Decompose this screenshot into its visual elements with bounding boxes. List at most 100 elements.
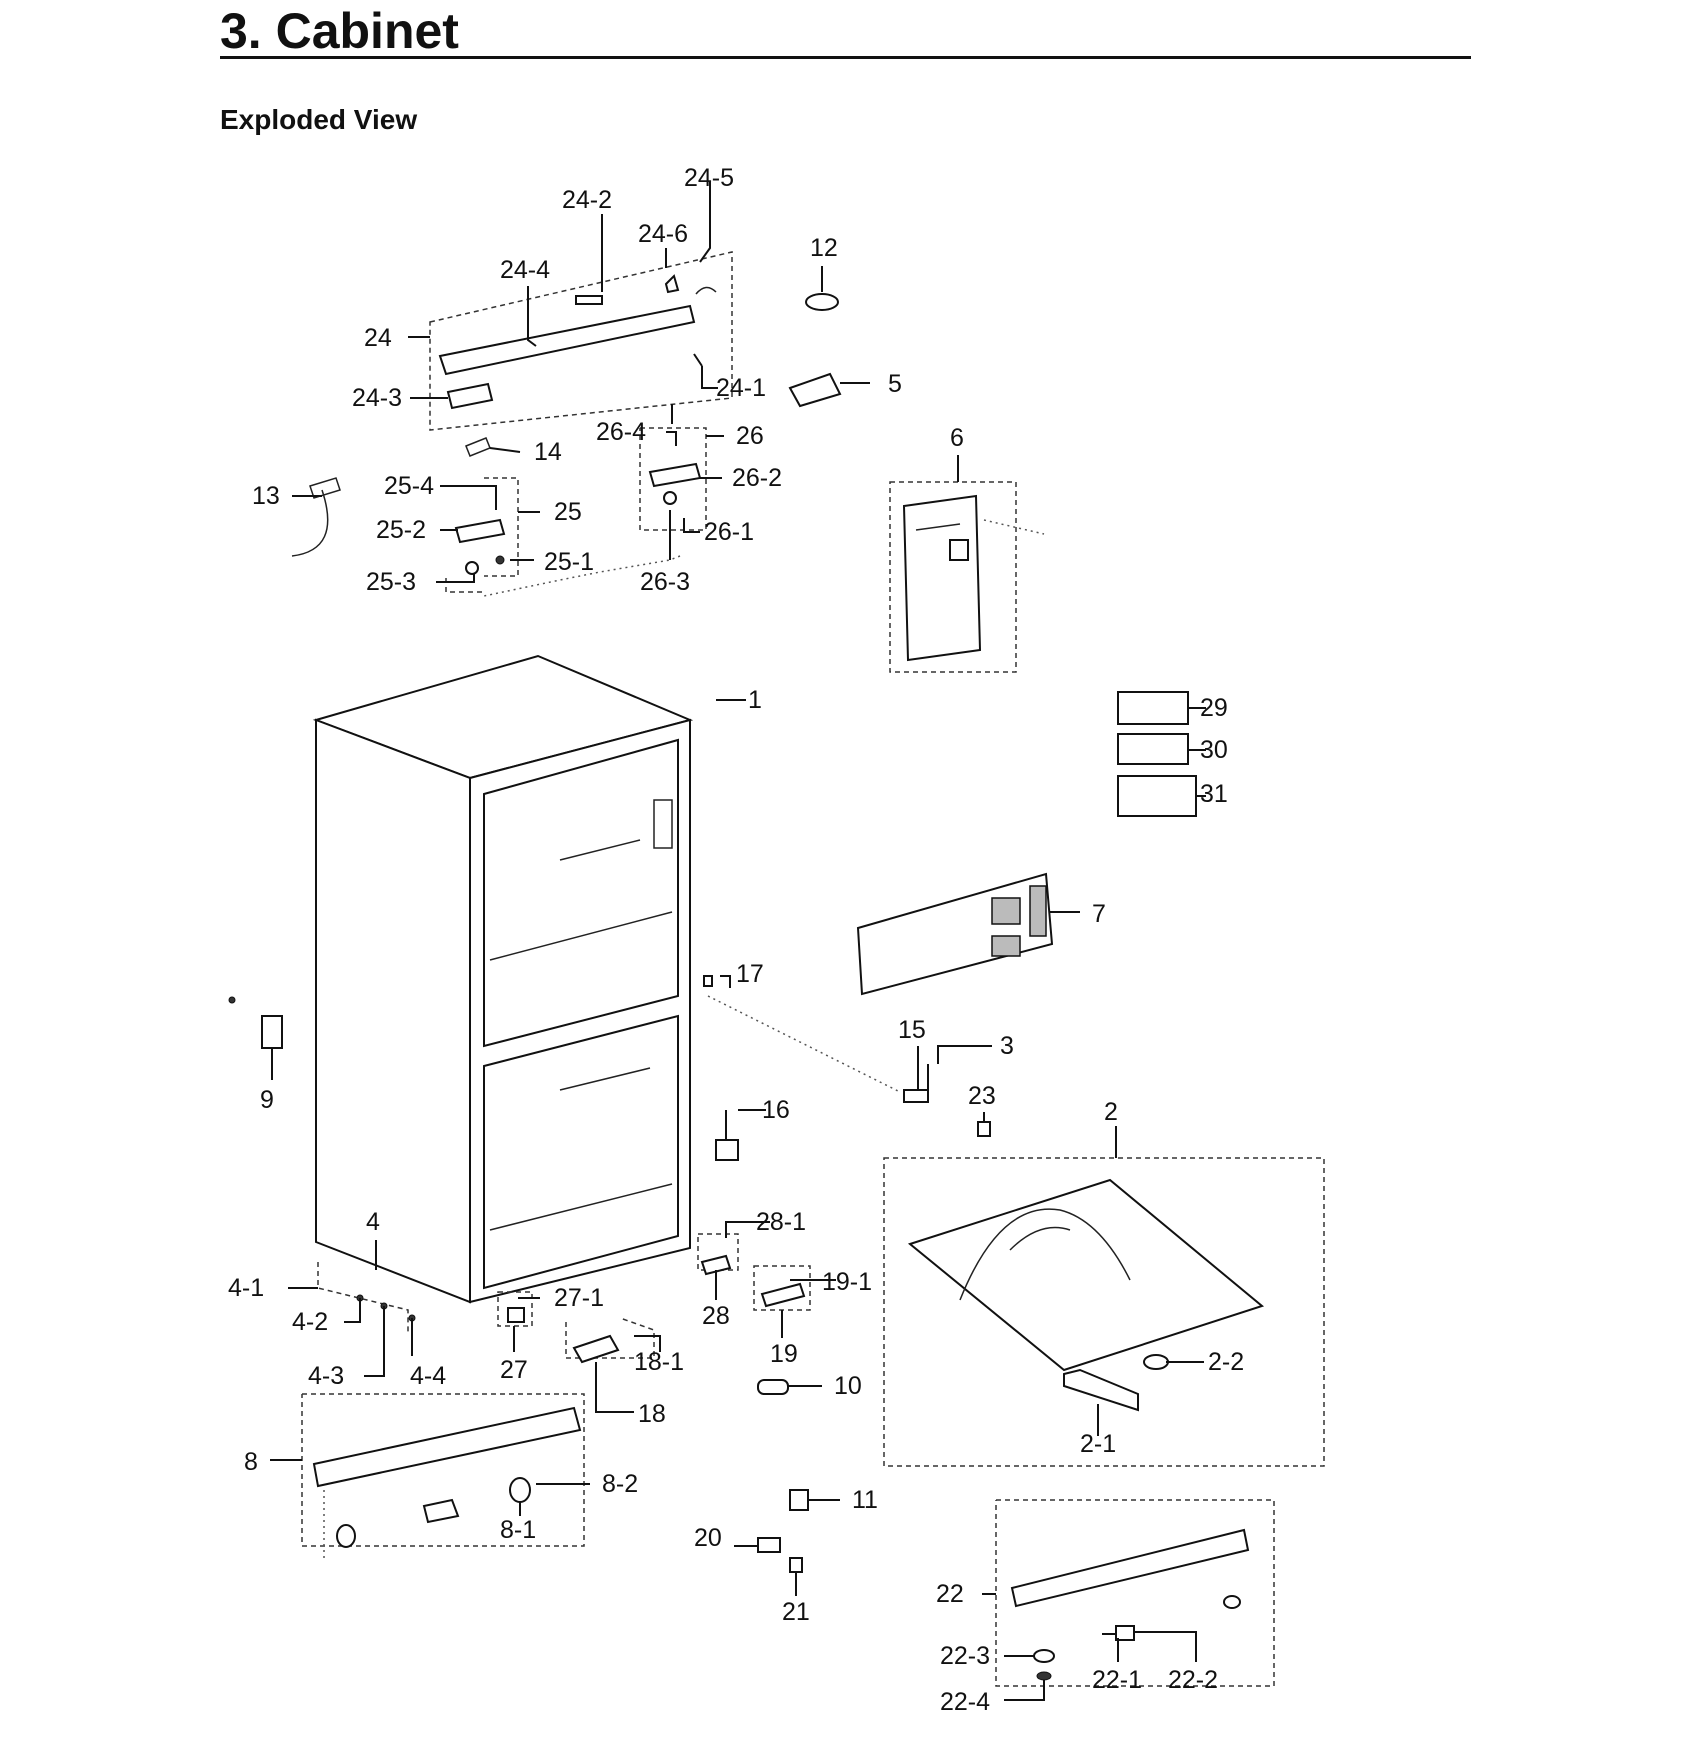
callout-23: 23: [968, 1082, 996, 1110]
leader-17-to-15-dotted: [707, 995, 901, 1093]
part-19-holder: [760, 1282, 806, 1308]
fridge-control-box: [653, 799, 673, 849]
callout-18-1: 18-1: [634, 1348, 684, 1376]
main-cabinet: [312, 654, 694, 1304]
callout-8-1: 8-1: [500, 1516, 536, 1544]
callout-26-1: 26-1: [704, 518, 754, 546]
fridge-rail-lines: [559, 839, 641, 861]
page-subtitle: Exploded View: [220, 104, 418, 135]
callout-8: 8: [244, 1448, 258, 1476]
part-25-1-screw: [495, 555, 505, 565]
title-underline: [220, 56, 1471, 59]
callout-24-6: 24-6: [638, 220, 688, 248]
part-16-bracket: [715, 1139, 739, 1161]
callout-25-4: 25-4: [384, 472, 434, 500]
callout-25-1: 25-1: [544, 548, 594, 576]
callout-2-2: 2-2: [1208, 1348, 1244, 1376]
callout-27-1: 27-1: [554, 1284, 604, 1312]
callout-22: 22: [936, 1580, 964, 1608]
part-9-switch: [261, 1015, 283, 1049]
leader-26-3-dotted: [483, 555, 681, 597]
callout-7: 7: [1092, 900, 1106, 928]
group-box-28: [697, 1233, 739, 1271]
freezer-floor-lines: [489, 1183, 673, 1231]
part-20-fitting: [757, 1537, 781, 1553]
callout-4-2: 4-2: [292, 1308, 328, 1336]
cabinet-side: [315, 718, 471, 1304]
part-6-cover-group: [889, 481, 1045, 673]
callout-9: 9: [260, 1086, 274, 1114]
part-7-rear-cover: [856, 872, 1054, 996]
cover-7-vent-c: [1029, 885, 1047, 937]
callout-24-4: 24-4: [500, 256, 550, 284]
callout-16: 16: [762, 1096, 790, 1124]
part-26-2-hinge: [648, 462, 702, 488]
callout-31: 31: [1200, 780, 1228, 808]
callout-26-4: 26-4: [596, 418, 646, 446]
callout-8-2: 8-2: [602, 1470, 638, 1498]
part-21-cap: [789, 1557, 803, 1573]
part-24-2-pad: [575, 295, 603, 305]
cover-7-vent-b: [991, 935, 1021, 957]
base-pan-curves: [959, 1208, 1131, 1301]
callout-13: 13: [252, 482, 280, 510]
part-22-cap: [1223, 1595, 1241, 1609]
part-11-bracket: [789, 1489, 809, 1511]
part-25-3-washer: [465, 561, 479, 575]
callout-29: 29: [1200, 694, 1228, 722]
group-box-24: [429, 251, 733, 431]
callout-4-4: 4-4: [410, 1362, 446, 1390]
part-29-pcb: [1117, 691, 1189, 725]
part-22-rear-base-bracket: [1010, 1528, 1250, 1608]
callout-22-3: 22-3: [940, 1642, 990, 1670]
callout-25-3: 25-3: [366, 568, 416, 596]
callout-11: 11: [852, 1486, 878, 1514]
part-30-pcb: [1117, 733, 1189, 765]
callout-10: 10: [834, 1372, 862, 1400]
part-31-pcb: [1117, 775, 1197, 817]
group-box-6: [889, 481, 1017, 673]
part-26-3-washer: [663, 491, 677, 505]
callout-22-2: 22-2: [1168, 1666, 1218, 1694]
fridge-compartment: [483, 738, 679, 1048]
cover-6-screw-leaders: [983, 519, 1045, 535]
part-2-2-cushion: [1143, 1354, 1169, 1370]
callout-28-1: 28-1: [756, 1208, 806, 1236]
callout-14: 14: [534, 438, 562, 466]
part-14-clip: [465, 437, 491, 457]
callout-24: 24: [364, 324, 392, 352]
group-box-8: [301, 1393, 585, 1547]
leader-lines: [270, 182, 1206, 1701]
part-15-bracket: [903, 1089, 929, 1103]
callout-1: 1: [748, 686, 762, 714]
callout-21: 21: [782, 1598, 810, 1626]
part-18-holder: [572, 1334, 620, 1364]
part-8-front-base-group: [301, 1393, 585, 1560]
part-26-hinge-assembly: [483, 404, 707, 597]
part-24-1-screw: [693, 353, 703, 367]
callout-17: 17: [736, 960, 764, 988]
callout-12: 12: [810, 234, 838, 262]
callout-2-1: 2-1: [1080, 1430, 1116, 1458]
part-24-top-hinge-assembly: [429, 251, 733, 431]
callout-15: 15: [898, 1016, 926, 1044]
callout-28: 28: [702, 1302, 730, 1330]
part-22-3-roller: [1033, 1649, 1055, 1663]
part-28-holder: [700, 1254, 732, 1276]
group-box-18: [565, 1317, 655, 1359]
callout-27: 27: [500, 1356, 528, 1384]
callout-20: 20: [694, 1524, 722, 1552]
callout-26-2: 26-2: [732, 464, 782, 492]
callout-26-3: 26-3: [640, 568, 690, 596]
part-8-base-front-cover: [312, 1406, 582, 1488]
cover-7-vent-a: [991, 897, 1021, 925]
part-25-hinge-assembly: [445, 477, 519, 593]
part-25-2-hinge: [454, 518, 506, 544]
callout-3: 3: [1000, 1032, 1014, 1060]
callout-6: 6: [950, 424, 964, 452]
callout-26: 26: [736, 422, 764, 450]
part-24-6-cap: [664, 274, 680, 294]
part-9-screw: [228, 996, 236, 1004]
callout-30: 30: [1200, 736, 1228, 764]
